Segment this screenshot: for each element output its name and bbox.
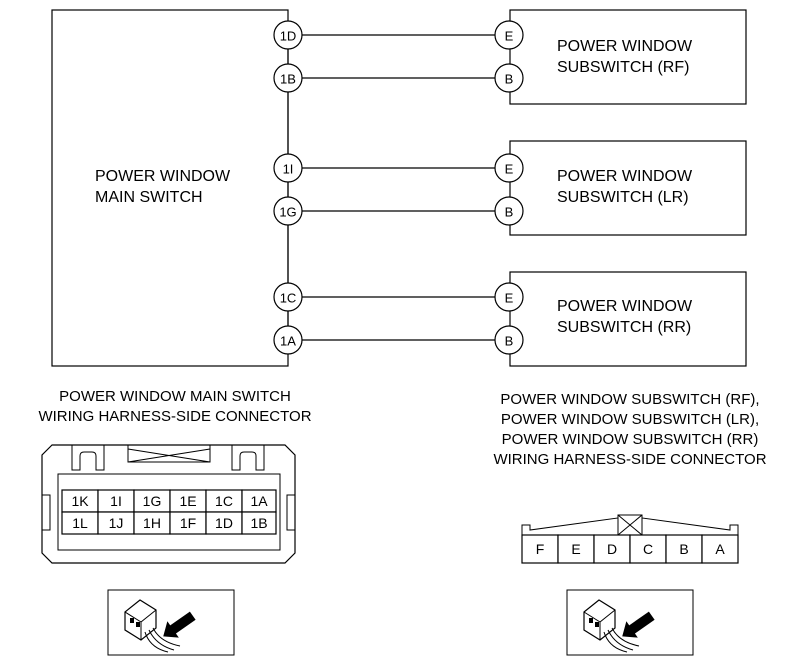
sub-cell: E bbox=[557, 534, 595, 564]
sub-connector-face bbox=[521, 514, 739, 536]
main-cell: 1C bbox=[205, 489, 243, 513]
main-cell: 1I bbox=[97, 489, 135, 513]
svg-text:1D: 1D bbox=[215, 515, 233, 531]
main-connector-caption-line2: WIRING HARNESS-SIDE CONNECTOR bbox=[38, 408, 311, 425]
svg-text:1H: 1H bbox=[143, 515, 161, 531]
main-cell: 1L bbox=[61, 511, 99, 535]
main-cell: 1K bbox=[61, 489, 99, 513]
svg-text:1K: 1K bbox=[71, 493, 89, 509]
svg-text:B: B bbox=[679, 541, 688, 557]
svg-text:1J: 1J bbox=[109, 515, 124, 531]
subswitch-rr-label-line2: SUBSWITCH (RR) bbox=[557, 319, 691, 336]
pin-b-rr: B bbox=[494, 325, 524, 355]
pin-1a: 1A bbox=[273, 325, 303, 355]
subswitch-rf-label-line1: POWER WINDOW bbox=[557, 38, 693, 55]
main-cell: 1D bbox=[205, 511, 243, 535]
pin-1d: 1D bbox=[273, 20, 303, 50]
svg-text:C: C bbox=[643, 541, 653, 557]
main-cell: 1G bbox=[133, 489, 171, 513]
pin-b-lr: B bbox=[494, 196, 524, 226]
subswitch-rf-box bbox=[509, 9, 747, 105]
sub-cell: D bbox=[593, 534, 631, 564]
svg-text:1F: 1F bbox=[180, 515, 196, 531]
svg-text:B: B bbox=[505, 205, 514, 220]
svg-text:B: B bbox=[505, 72, 514, 87]
svg-text:1G: 1G bbox=[143, 493, 162, 509]
pin-e-lr: E bbox=[494, 153, 524, 183]
svg-text:F: F bbox=[536, 541, 545, 557]
sub-cell: C bbox=[629, 534, 667, 564]
main-cell: 1J bbox=[97, 511, 135, 535]
sub-connector-caption-line4: WIRING HARNESS-SIDE CONNECTOR bbox=[493, 451, 766, 468]
svg-text:1C: 1C bbox=[280, 291, 297, 306]
sub-connector-caption-line1: POWER WINDOW SUBSWITCH (RF), bbox=[500, 391, 759, 408]
svg-text:1A: 1A bbox=[280, 334, 296, 349]
subswitch-rr-box bbox=[509, 271, 747, 367]
svg-text:1L: 1L bbox=[72, 515, 88, 531]
svg-text:1D: 1D bbox=[280, 29, 297, 44]
svg-text:E: E bbox=[505, 291, 514, 306]
connector-probe-icon bbox=[566, 589, 694, 656]
main-connector-caption-line1: POWER WINDOW MAIN SWITCH bbox=[59, 388, 291, 405]
pin-1i: 1I bbox=[273, 153, 303, 183]
pin-1c: 1C bbox=[273, 282, 303, 312]
subswitch-rf-label-line2: SUBSWITCH (RF) bbox=[557, 59, 689, 76]
svg-text:1C: 1C bbox=[215, 493, 233, 509]
svg-text:1B: 1B bbox=[250, 515, 267, 531]
svg-text:E: E bbox=[505, 29, 514, 44]
main-cell: 1E bbox=[169, 489, 207, 513]
svg-text:A: A bbox=[715, 541, 725, 557]
main-connector-cells: 1K 1I 1G 1E 1C 1A 1L 1J 1H 1F 1D 1B bbox=[61, 489, 277, 535]
svg-text:B: B bbox=[505, 334, 514, 349]
subswitch-lr: POWER WINDOW SUBSWITCH (LR) bbox=[509, 140, 747, 236]
main-cell: 1A bbox=[241, 489, 277, 513]
subswitch-rf: POWER WINDOW SUBSWITCH (RF) bbox=[509, 9, 747, 105]
pin-1g: 1G bbox=[273, 196, 303, 226]
pin-1b: 1B bbox=[273, 63, 303, 93]
pin-b-rf: B bbox=[494, 63, 524, 93]
subswitch-lr-label-line2: SUBSWITCH (LR) bbox=[557, 189, 689, 206]
svg-text:1A: 1A bbox=[250, 493, 268, 509]
main-cell: 1F bbox=[169, 511, 207, 535]
svg-text:1E: 1E bbox=[179, 493, 196, 509]
connector-probe-icon bbox=[107, 589, 235, 656]
subswitch-lr-box bbox=[509, 140, 747, 236]
pin-e-rf: E bbox=[494, 20, 524, 50]
svg-text:E: E bbox=[571, 541, 580, 557]
main-cell: 1H bbox=[133, 511, 171, 535]
svg-text:E: E bbox=[505, 162, 514, 177]
subswitch-lr-label-line1: POWER WINDOW bbox=[557, 168, 693, 185]
sub-connector-caption-line3: POWER WINDOW SUBSWITCH (RR) bbox=[502, 431, 759, 448]
sub-connector-caption-line2: POWER WINDOW SUBSWITCH (LR), bbox=[501, 411, 759, 428]
pin-e-rr: E bbox=[494, 282, 524, 312]
svg-text:1B: 1B bbox=[280, 72, 296, 87]
main-switch-label-line1: POWER WINDOW bbox=[95, 168, 231, 185]
main-switch-box bbox=[51, 9, 289, 367]
sub-cell: B bbox=[665, 534, 703, 564]
main-switch-label-line2: MAIN SWITCH bbox=[95, 189, 203, 206]
svg-text:1I: 1I bbox=[110, 493, 122, 509]
sub-cell: F bbox=[521, 534, 559, 564]
svg-text:1G: 1G bbox=[279, 205, 296, 220]
svg-text:D: D bbox=[607, 541, 617, 557]
sub-cell: A bbox=[701, 534, 739, 564]
sub-connector-cells: F E D C B A bbox=[521, 534, 739, 564]
svg-text:1I: 1I bbox=[283, 162, 294, 177]
main-cell: 1B bbox=[241, 511, 277, 535]
subswitch-rr: POWER WINDOW SUBSWITCH (RR) bbox=[509, 271, 747, 367]
subswitch-rr-label-line1: POWER WINDOW bbox=[557, 298, 693, 315]
